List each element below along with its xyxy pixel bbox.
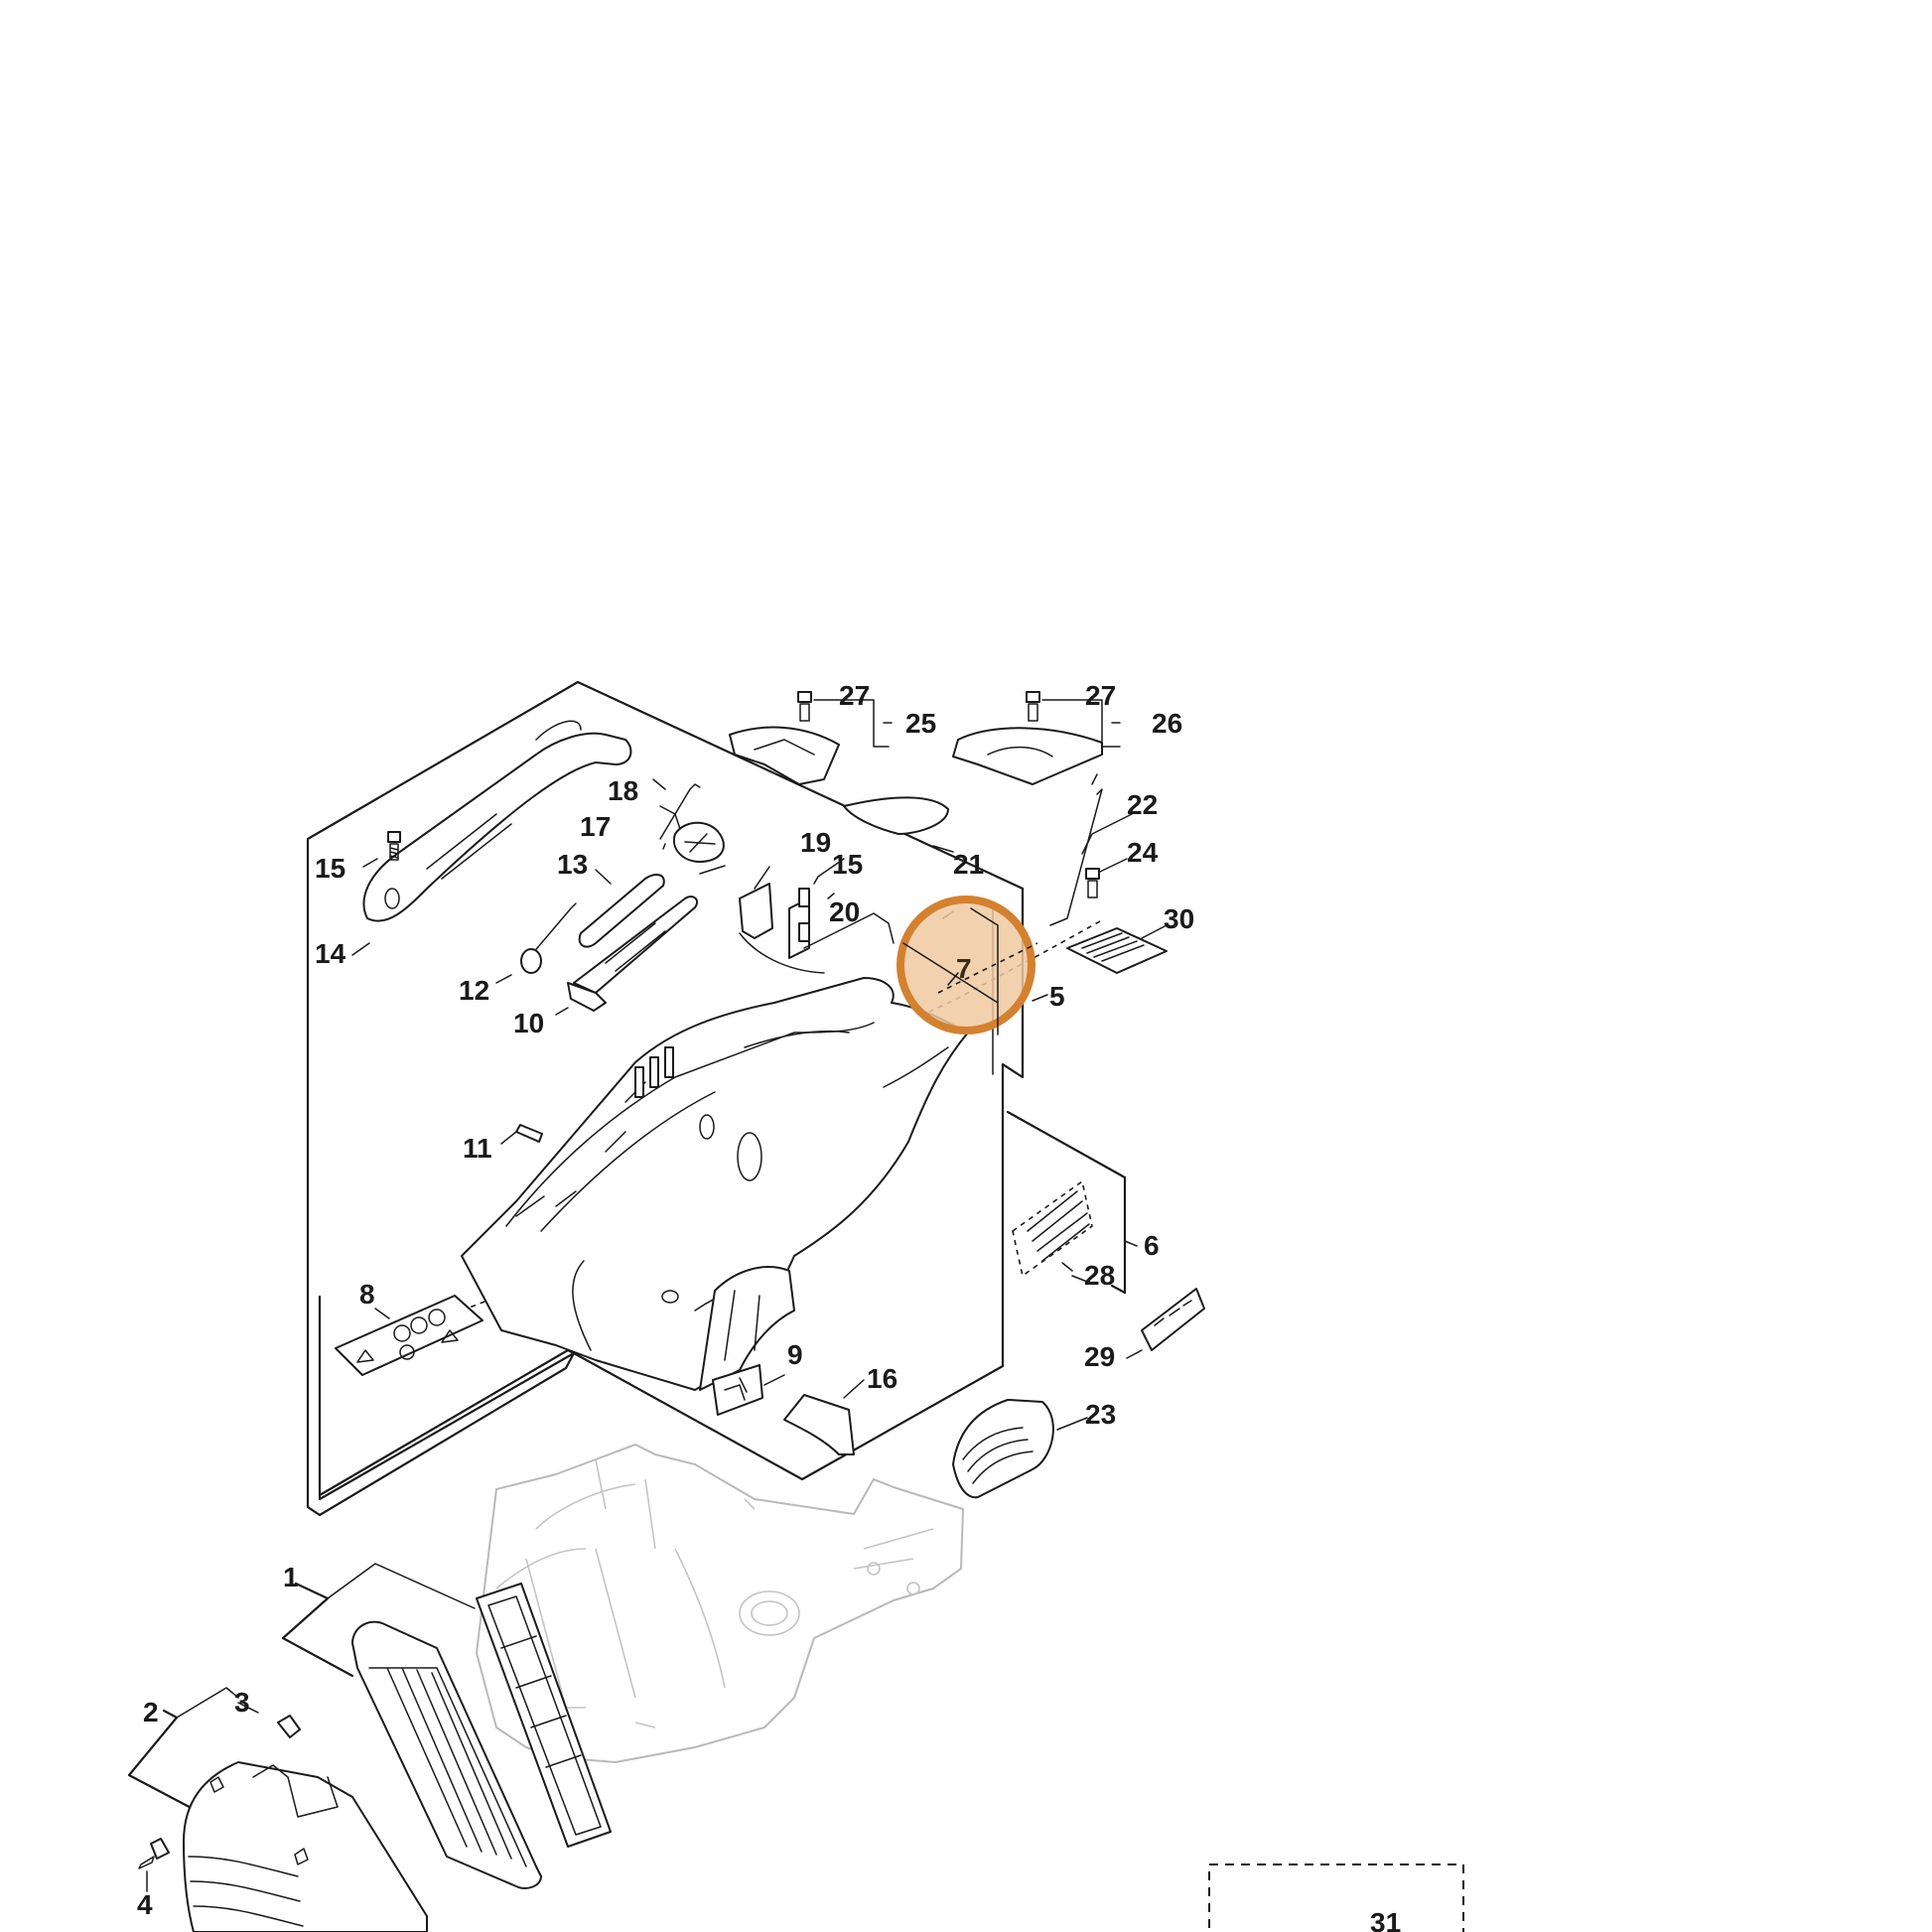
part-number-25[interactable]: 25: [905, 708, 936, 739]
part-number-13[interactable]: 13: [557, 849, 588, 880]
guide-line: [749, 920, 1101, 1123]
shroud-5: [461, 977, 969, 1391]
trigger-interlock: [567, 982, 607, 1012]
part-number-9[interactable]: 9: [787, 1339, 803, 1370]
air-filter-1: [351, 1583, 612, 1889]
grip-insert-16: [783, 1394, 855, 1455]
part-number-6[interactable]: 6: [1144, 1230, 1160, 1261]
part-number-5[interactable]: 5: [1049, 981, 1065, 1012]
leader-7: [947, 972, 959, 986]
part-number-30[interactable]: 30: [1164, 903, 1194, 934]
part-number-12[interactable]: 12: [459, 975, 489, 1006]
part-number-11[interactable]: 11: [463, 1133, 492, 1164]
part-number-27[interactable]: 27: [1085, 680, 1116, 711]
part-number-4[interactable]: 4: [137, 1889, 153, 1920]
part-number-19[interactable]: 19: [800, 827, 831, 858]
warning-decal-8: [335, 1295, 483, 1376]
part-number-3[interactable]: 3: [234, 1687, 250, 1718]
part-number-27[interactable]: 27: [839, 680, 870, 711]
part-number-1[interactable]: 1: [283, 1562, 299, 1592]
part-number-10[interactable]: 10: [513, 1008, 544, 1038]
part-number-2[interactable]: 2: [143, 1697, 159, 1727]
rod-22: [1049, 773, 1103, 926]
bracket-1b: [327, 1563, 476, 1609]
bracket-2: [127, 1709, 201, 1814]
top-handle-molding: [362, 720, 632, 922]
part-number-7[interactable]: 7: [956, 953, 972, 984]
shutter-23: [952, 1399, 1054, 1499]
part-number-17[interactable]: 17: [580, 811, 611, 842]
torsion-spring: [520, 902, 577, 974]
part-number-22[interactable]: 22: [1127, 789, 1158, 820]
part-number-15[interactable]: 15: [832, 849, 863, 880]
screw-15-left: [387, 831, 401, 861]
highlight-circle[interactable]: [897, 896, 1035, 1035]
screw-24: [1085, 868, 1100, 898]
part-number-18[interactable]: 18: [608, 775, 638, 806]
part-number-16[interactable]: 16: [867, 1363, 897, 1394]
part-number-14[interactable]: 14: [315, 938, 346, 969]
guide-line: [937, 942, 1038, 994]
part-number-15[interactable]: 15: [315, 853, 345, 884]
part-number-29[interactable]: 29: [1084, 1341, 1115, 1372]
part-number-23[interactable]: 23: [1085, 1399, 1116, 1430]
part-number-31[interactable]: 31: [1370, 1907, 1401, 1932]
shroud-edge-through-highlight: [902, 907, 999, 1035]
part-labels: 27 25 27 26 18 17 22 19 15 21 24 13 15 2…: [137, 680, 1401, 1932]
cover-26: [952, 691, 1103, 785]
part-number-24[interactable]: 24: [1127, 837, 1159, 868]
plate-29: [1141, 1288, 1205, 1351]
switch-shaft: [659, 783, 725, 863]
part-number-21[interactable]: 21: [953, 849, 984, 880]
part-number-26[interactable]: 26: [1152, 708, 1182, 739]
screw-4: [138, 1838, 170, 1869]
bracket-6: [1006, 1110, 1127, 1295]
throttle-trigger: [573, 873, 699, 994]
contact-bracket: [739, 883, 895, 974]
grip-21: [843, 796, 949, 835]
part-number-8[interactable]: 8: [359, 1279, 375, 1310]
bracket-2b: [176, 1687, 239, 1719]
knob-3: [277, 1715, 301, 1738]
filter-screen-30: [1066, 927, 1168, 974]
box-31: [1208, 1863, 1464, 1932]
bracket-1: [281, 1582, 354, 1678]
decal-9: [712, 1364, 763, 1416]
cover-25: [729, 691, 840, 785]
pin-11: [515, 1124, 543, 1143]
filter-cover-2: [183, 1761, 428, 1932]
part-number-20[interactable]: 20: [829, 897, 860, 927]
part-number-28[interactable]: 28: [1084, 1260, 1115, 1291]
grille-28: [1012, 1179, 1093, 1278]
